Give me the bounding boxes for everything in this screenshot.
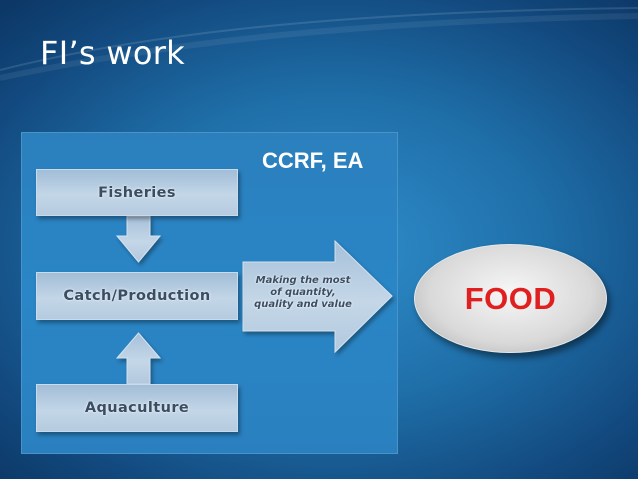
arrow-caption-line-1: Making the most — [255, 275, 351, 286]
aquaculture-box: Aquaculture — [36, 384, 238, 432]
frame-label: CCRF, EA — [262, 148, 364, 173]
food-oval: FOOD — [414, 244, 607, 353]
title-swoosh-decoration — [0, 7, 638, 81]
fisheries-label: Fisheries — [98, 184, 176, 201]
right-block-arrow — [242, 239, 393, 354]
down-arrow — [115, 215, 162, 263]
catch-production-label: Catch/Production — [63, 288, 211, 304]
arrow-caption-line-2: of quantity, — [270, 287, 336, 298]
food-label: FOOD — [464, 280, 557, 316]
catch-production-box: Catch/Production — [36, 272, 238, 320]
up-arrow — [115, 332, 162, 385]
slide-title: FI’s work — [40, 34, 185, 72]
fisheries-box: Fisheries — [36, 169, 238, 216]
arrow-caption: Making the most of quantity, quality and… — [243, 275, 363, 311]
arrow-caption-line-3: quality and value — [254, 299, 352, 310]
aquaculture-label: Aquaculture — [84, 400, 190, 416]
